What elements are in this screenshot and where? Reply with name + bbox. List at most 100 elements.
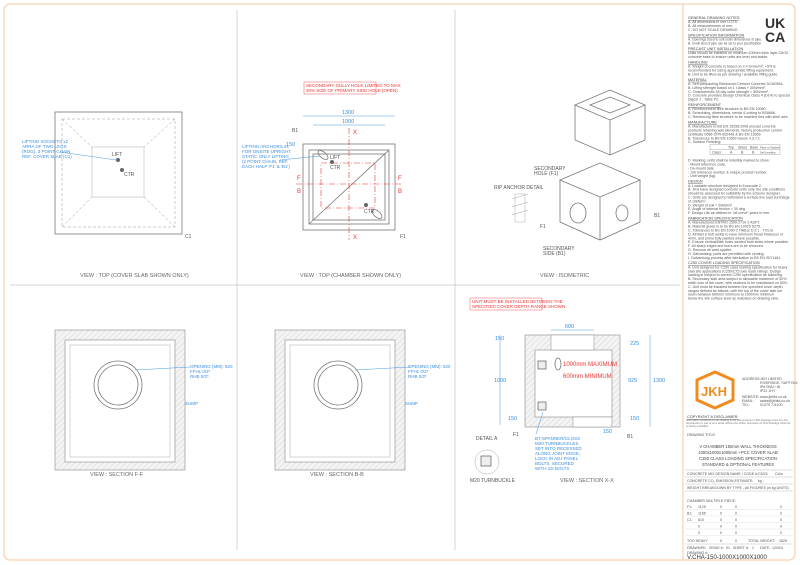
dim-outer: 1300 (342, 110, 354, 116)
secondary-side-label: SIDE (B1) (543, 251, 566, 257)
note-heading: MANUFACTURE (688, 120, 717, 124)
section-marker: B (297, 189, 301, 195)
company-logo: JKH (695, 370, 735, 410)
b1-label: B1 (292, 128, 298, 134)
b1-label: B1 (654, 213, 660, 219)
table-header: Place of Stacked (760, 146, 780, 150)
note-line: - Mould reference code. (688, 163, 726, 167)
weight-cell: 0 (780, 525, 782, 529)
note-line: E. Ensure vertical/flats holes welded bo… (688, 240, 789, 244)
drawing-title: STANDARD & OPTIONAL FEATURES (702, 462, 774, 467)
callout-line: LIFTING SOCKETS x2 (22, 139, 69, 144)
view-section-x-x: 600 150 1000 150 225 925 1300 150 150 F1… (469, 297, 665, 484)
disclaimer-title: COPYRIGHT & DISCLAIMER: (687, 415, 738, 419)
issue-label: ISSUE #: (709, 546, 724, 550)
info-label: WEBSITE: (742, 395, 759, 399)
date-value: 12/024 (772, 546, 783, 550)
weight-cell: C1: (687, 518, 693, 522)
note-line: 4mm, and prime fully painted where possi… (688, 236, 760, 240)
note-line: B. Lifting strength based on 1 t class +… (688, 86, 766, 90)
ukca-mark: UK CA (765, 15, 785, 45)
logo-text: JKH (701, 384, 727, 399)
note-line: slab site applications (C250/C75 axle lo… (688, 269, 781, 273)
weight-cell: 610 (698, 518, 704, 522)
note-line: B. In-will land of pipe can be set to yo… (688, 42, 762, 46)
weight-cell: 0 (720, 505, 722, 509)
note-line: C. Units are designed to withstand a sur… (688, 196, 790, 200)
drawing-title: V CHAMBER 150mm WALL THICKNESS (699, 444, 777, 449)
total-cell: 0 (720, 539, 722, 543)
note-line: below the site surface level as indicate… (688, 297, 779, 301)
mix-code-value: C4/a (775, 472, 783, 476)
note-line: B. All measurements of mm. (688, 24, 733, 28)
opening-note: OPENING (MM): 520 (190, 364, 233, 369)
dim-wall: 150 (508, 416, 517, 422)
note-line: E. Angle of internal friction = 30 deg. (688, 207, 746, 211)
table-cell: B (752, 151, 755, 155)
note-line: A. Manufacture to BS EN 15258:2008 preca… (688, 125, 776, 129)
note-line: Digest 1 : Table P2. (688, 98, 719, 102)
dim-inner-h: 925 (628, 378, 637, 384)
dim-inner: 1000 (342, 119, 354, 125)
note-line: certificate 0086-CPR-692448 & BS EN 1336… (688, 132, 762, 136)
note-line: A. Openings sized to suit outer dimensio… (688, 38, 762, 42)
mix-design-value: C5/24 (758, 472, 768, 476)
address-line: IP6 0NN / IN (760, 385, 781, 389)
lifting-socket-icon (116, 158, 120, 162)
note-line: A. Weight of concrete is based on 2.4 to… (688, 65, 776, 69)
info-label: EMAIL: (742, 399, 754, 403)
drawing-title: C250 CLASS LOADING SPECIFICATION (699, 456, 777, 461)
dim-wall: 150 (630, 416, 639, 422)
note-line: H. Galvanising: ports are permitted with… (688, 252, 765, 256)
f1-label: F1 (400, 234, 406, 240)
note-line: should be assessed for suitability by th… (688, 192, 781, 196)
view-title: VIEW : SECTION X-X (560, 478, 614, 484)
secondary-side-label: SECONDARY (543, 246, 575, 252)
dim-opening: 600 (565, 324, 574, 330)
weight-cell: 0 (780, 518, 782, 522)
weight-cell: 0 (735, 505, 737, 509)
view-title: VIEW : ISOMETRIC (540, 273, 589, 279)
ukca-text: CA (765, 29, 785, 45)
note-line: A. Reinforcement fibre structure to BS E… (688, 107, 767, 111)
tel: 01379 711100 (760, 403, 782, 407)
table-cell: B (741, 151, 744, 155)
callout-line: STATIC ONLY LIFTING (242, 154, 289, 159)
callout-line: BOLTS, SECURED (535, 461, 575, 466)
b1-label: B1 (627, 434, 633, 440)
weight-cell: F1: (687, 505, 692, 509)
note-line: D. All fillet & butt welds to have minim… (688, 232, 783, 236)
note-line: I. Galvanising process after fabrication… (688, 256, 781, 260)
warning-note: SPECIFIED COVER DEPTH RANGE SHOWN (472, 304, 565, 309)
email[interactable]: sales@jkhltd.co.uk (760, 399, 790, 403)
note-line: G. Remove all weld spatter. (688, 248, 732, 252)
website[interactable]: www.jkhltd.co.uk (760, 395, 787, 399)
weight-cell: 0 (698, 531, 700, 535)
view-section-f-f: OPENING (MM): 520 FFHL 0/2* RHB 0/2* SUM… (54, 329, 233, 478)
note-line: B. Unit to be lifted as per drawing / av… (688, 72, 778, 76)
callout-line: (2 POINT CHAIN, REF. (242, 159, 288, 164)
table-header: Sides (738, 146, 747, 150)
drawing-title: 1000x1000x1000mm +PCC COVER SLAB (698, 450, 778, 455)
info-label: ADDRESS: (742, 377, 760, 381)
f1-label: F1 (540, 224, 546, 230)
address-line: IP22 1HY (760, 389, 776, 393)
view-title: VIEW : SECTION F-F (90, 472, 144, 478)
date-label: DATE: (760, 546, 770, 550)
note-heading: SPECIFICATION INFORMATION (688, 33, 744, 37)
note-line: C. Surface Finishing: (688, 140, 721, 144)
view-title: VIEW : TOP (CHAMBER SHOWN ONLY) (300, 273, 401, 279)
note-line: A. Manufactured ENTRO 1500-2710-2 ASFT. (688, 221, 760, 225)
opening-note: OPENING (MM): 520 (408, 364, 451, 369)
note-line: ranges defined as follows, with the top … (688, 289, 782, 293)
note-line: Units should be installed on minimum 100… (688, 51, 788, 55)
note-line: B. Scheduling, dimensions, bends & cutti… (688, 111, 776, 115)
opening-note: RHB 0/2* (408, 374, 427, 379)
view-top-cover-slab: LIFT CTR C1 LIFTING SOCKETS x2 ARRA OF T… (22, 111, 192, 279)
info-label: TEL: (742, 403, 750, 407)
weight-cell: B1: (687, 512, 692, 516)
view-title: VIEW : SECTION B-B (310, 472, 364, 478)
depth-min-label: 600mm MINIMUM (563, 374, 612, 380)
total-weight: 2825 (779, 539, 787, 543)
table-cell: Self Levelling (760, 151, 776, 155)
